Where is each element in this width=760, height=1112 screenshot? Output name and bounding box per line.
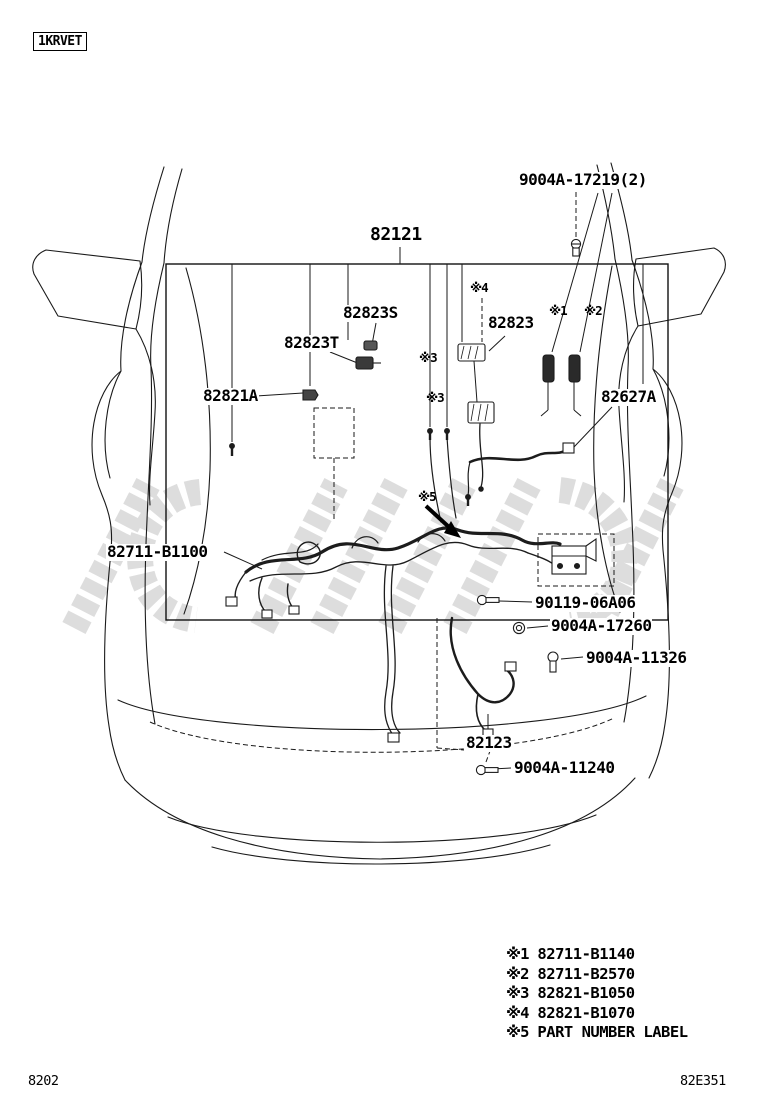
part-label-82821A: 82821A bbox=[202, 386, 259, 405]
part-label-9004A-17219: 9004A-17219(2) bbox=[518, 170, 648, 189]
part-label-9004A-17260: 9004A-17260 bbox=[550, 616, 653, 635]
connectors bbox=[225, 340, 597, 743]
legend-ref: ※5 bbox=[506, 1023, 529, 1041]
ref5-arrow bbox=[424, 504, 461, 538]
diagram-frame bbox=[165, 263, 669, 621]
ref-marker-1: ※1 bbox=[549, 303, 568, 318]
car-outline bbox=[32, 162, 726, 865]
part-label-82123: 82123 bbox=[465, 733, 513, 752]
legend-part: 82821-B1050 bbox=[537, 984, 635, 1002]
figure-code: 82E351 bbox=[680, 1073, 726, 1089]
part-label-9004A-11240: 9004A-11240 bbox=[513, 758, 616, 777]
legend: ※1 82711-B1140 ※2 82711-B2570 ※3 82821-B… bbox=[506, 945, 688, 1043]
ref-marker-3b: ※3 bbox=[426, 390, 445, 405]
legend-ref: ※2 bbox=[506, 964, 529, 983]
legend-row: ※5 PART NUMBER LABEL bbox=[506, 1023, 688, 1043]
part-label-90119-06A06: 90119-06A06 bbox=[534, 593, 637, 612]
legend-ref: ※1 bbox=[506, 945, 529, 963]
page-code: 8202 bbox=[28, 1073, 59, 1089]
legend-row: ※4 82821-B1070 bbox=[506, 1004, 688, 1024]
part-label-82121: 82121 bbox=[369, 224, 423, 245]
part-label-9004A-11326: 9004A-11326 bbox=[585, 648, 688, 667]
legend-ref: ※4 bbox=[506, 1003, 529, 1022]
legend-row: ※1 82711-B1140 bbox=[506, 945, 688, 965]
legend-row: ※3 82821-B1050 bbox=[506, 984, 688, 1004]
legend-part: 82711-B2570 bbox=[537, 964, 635, 983]
legend-part: 82711-B1140 bbox=[537, 945, 635, 963]
part-label-82823T: 82823T bbox=[283, 333, 340, 352]
fasteners bbox=[475, 238, 582, 776]
legend-part: PART NUMBER LABEL bbox=[537, 1023, 688, 1041]
ref-marker-3a: ※3 bbox=[419, 350, 438, 365]
part-label-82823: 82823 bbox=[487, 313, 535, 332]
part-label-82823S: 82823S bbox=[342, 303, 399, 322]
part-label-82627A: 82627A bbox=[600, 387, 657, 406]
harness-drawing bbox=[234, 423, 568, 736]
legend-ref: ※3 bbox=[506, 984, 529, 1002]
model-code-badge: 1KRVET bbox=[33, 32, 87, 51]
ref-marker-2: ※2 bbox=[584, 303, 603, 318]
legend-row: ※2 82711-B2570 bbox=[506, 965, 688, 985]
dashed-lines bbox=[149, 192, 615, 763]
ref-marker-5: ※5 bbox=[418, 489, 437, 504]
watermark bbox=[62, 477, 684, 634]
ref-marker-4: ※4 bbox=[470, 280, 489, 295]
legend-part: 82821-B1070 bbox=[537, 1003, 635, 1022]
part-label-82711-B1100: 82711-B1100 bbox=[106, 542, 209, 561]
